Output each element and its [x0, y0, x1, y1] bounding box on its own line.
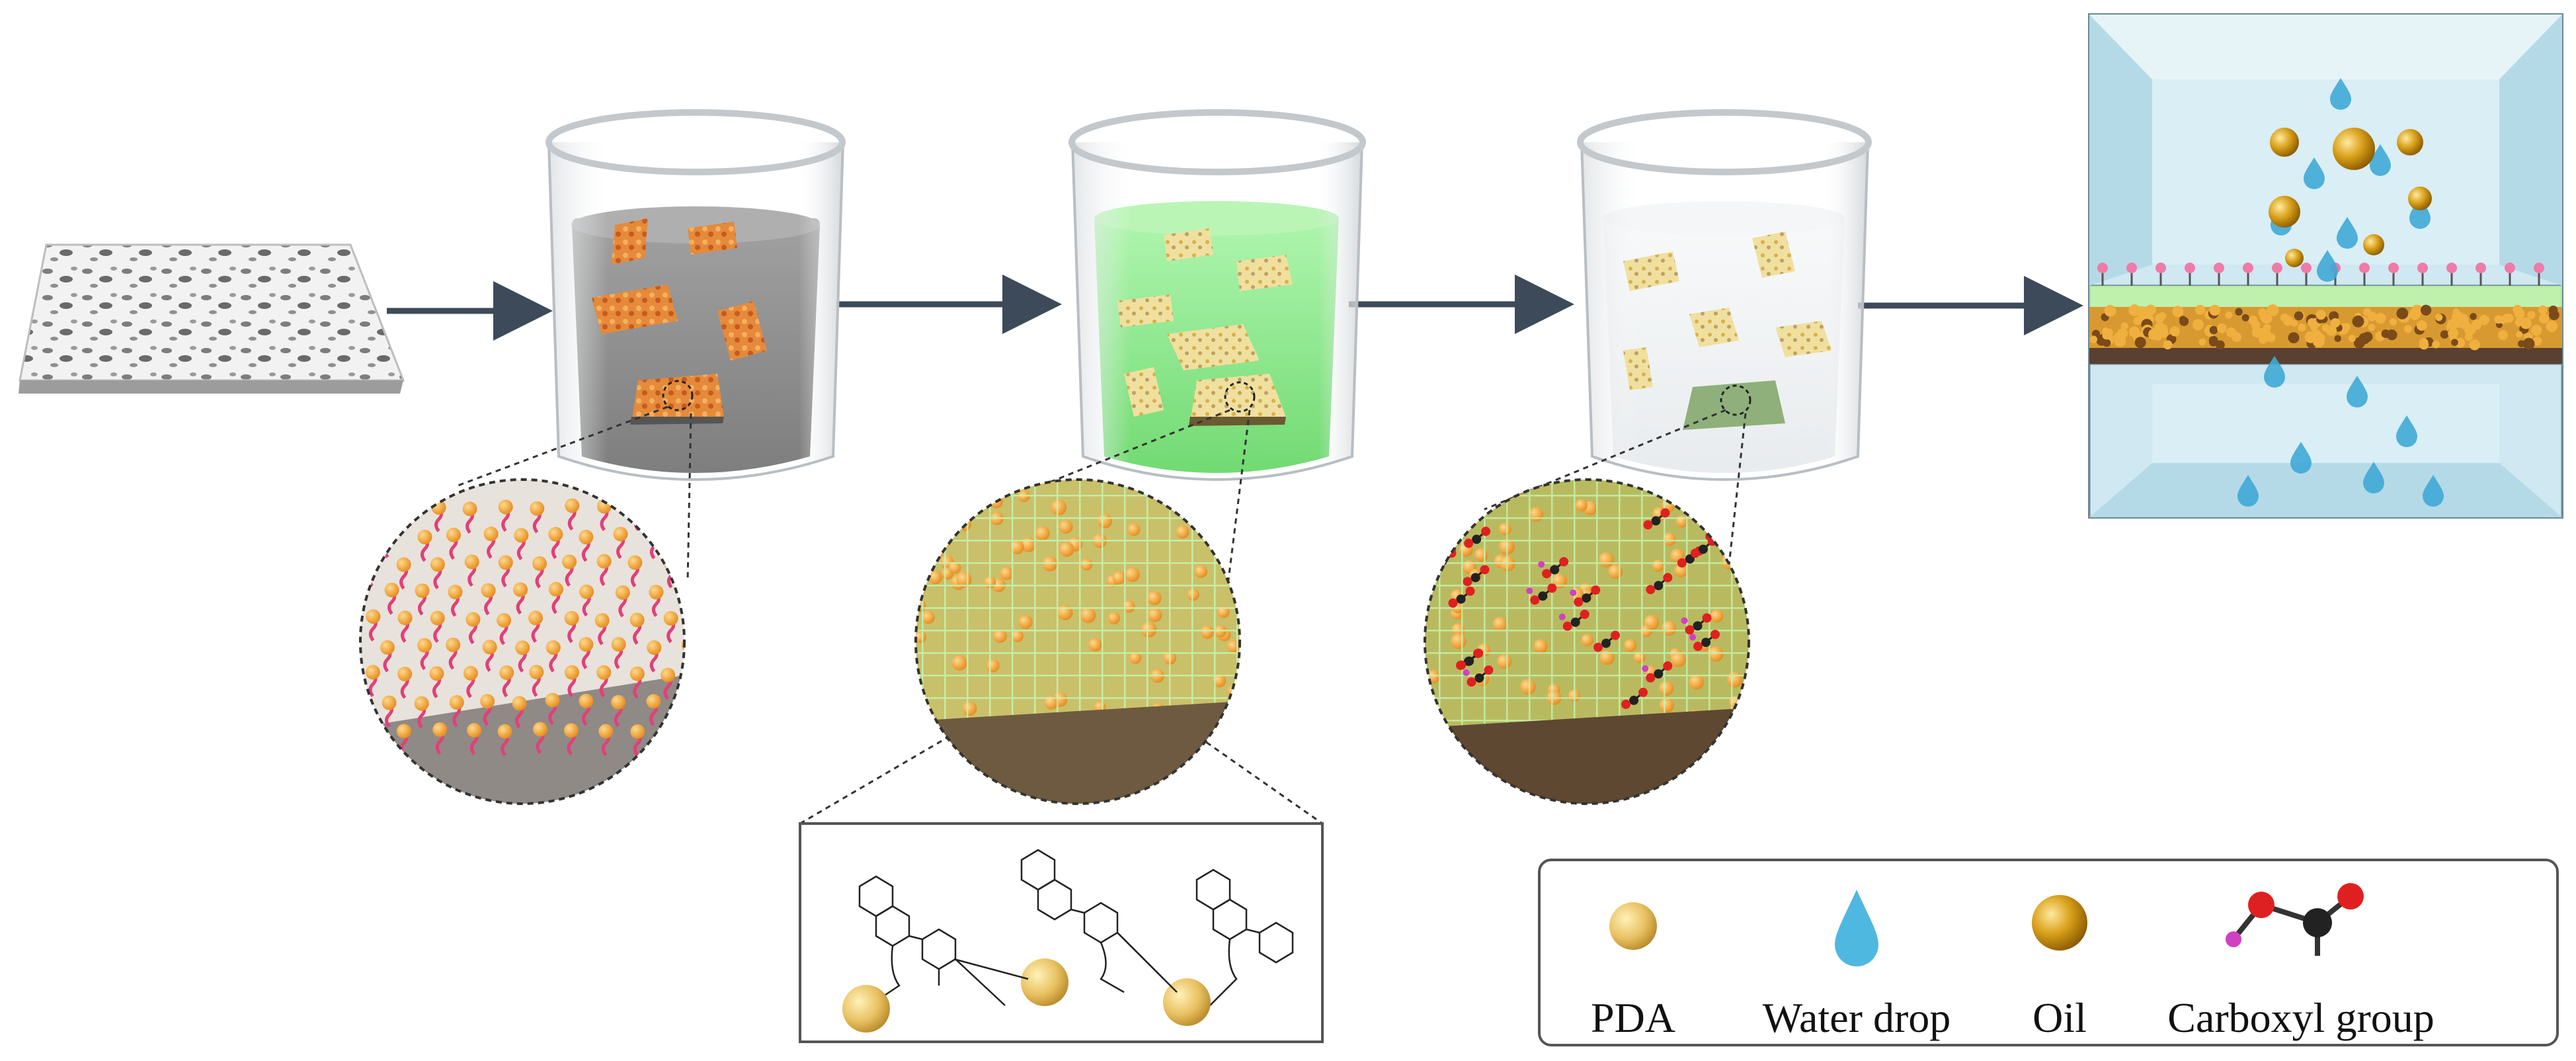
legend-label-oil: Oil [2033, 994, 2087, 1041]
legend-label-pda: PDA [1591, 994, 1675, 1041]
oil-droplet-icon [2032, 895, 2087, 951]
chemical-structure-panel [799, 822, 1324, 1043]
legend-item-pda: PDA [1591, 902, 1675, 1041]
beaker-clear [1577, 109, 1872, 481]
pda-sphere-icon [1609, 902, 1657, 950]
process-arrows [387, 275, 2083, 341]
water-drop-icon [1835, 890, 1878, 966]
legend-item-water-drop: Water drop [1763, 890, 1951, 1041]
legend-item-oil: Oil [2032, 895, 2087, 1041]
zoom-carboxyl-modification [1424, 478, 1750, 805]
legend-box [1538, 859, 2559, 1046]
carboxyl-molecule-icon [2226, 883, 2364, 956]
membrane-pieces [1117, 228, 1293, 426]
zoom-pda-grafting [359, 478, 686, 805]
legend-label-water-drop: Water drop [1763, 994, 1951, 1041]
membrane-pieces [1623, 232, 1831, 430]
beaker-pda [545, 109, 846, 481]
beaker-green [1068, 109, 1366, 481]
legend-item-carboxyl-group: Carboxyl group [2167, 883, 2435, 1041]
legend: PDA Water drop Oil Carboxyl group [1538, 859, 2559, 1046]
zoom-mesh-coating [914, 478, 1241, 805]
porous-substrate [19, 243, 405, 394]
separation-cell [2088, 13, 2563, 519]
legend-label-carboxyl-group: Carboxyl group [2167, 994, 2435, 1041]
